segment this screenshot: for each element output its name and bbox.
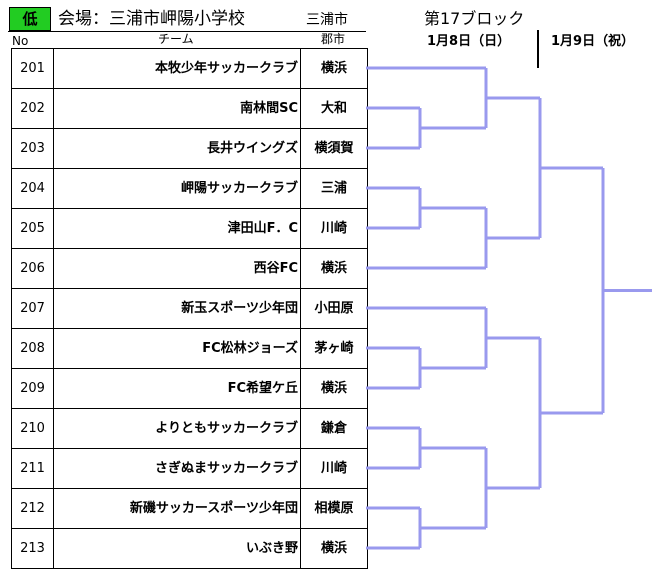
date-day1: 1月8日（日） [427, 34, 511, 49]
team-city: 横浜 [300, 529, 367, 568]
team-number: 213 [12, 529, 54, 568]
team-row: 208 FC松林ジョーズ茅ヶ崎 [12, 329, 367, 369]
team-number: 203 [12, 129, 54, 168]
team-city: 茅ヶ崎 [300, 329, 367, 368]
team-row: 207 新玉スポーツ少年団小田原 [12, 289, 367, 329]
column-header-no: No [12, 34, 29, 48]
team-number: 206 [12, 249, 54, 288]
team-name: いぶき野 [245, 541, 298, 556]
team-row: 212 新磯サッカースポーツ少年団相模原 [12, 489, 367, 529]
team-number: 210 [12, 409, 54, 448]
team-name: 新磯サッカースポーツ少年団 [129, 501, 298, 516]
team-row: 210 よりともサッカークラブ鎌倉 [12, 409, 367, 449]
team-city: 小田原 [300, 289, 367, 328]
team-name: 津田山F．C [227, 221, 298, 236]
team-city: 川崎 [300, 449, 367, 488]
team-name: 南林間SC [240, 101, 298, 116]
team-city: 横浜 [300, 369, 367, 408]
team-number: 205 [12, 209, 54, 248]
team-city: 鎌倉 [300, 409, 367, 448]
team-number: 202 [12, 89, 54, 128]
column-header-team: チーム [158, 32, 194, 46]
team-city: 横須賀 [300, 129, 367, 168]
team-number: 201 [12, 49, 54, 88]
team-city: 横浜 [300, 49, 367, 88]
team-number: 209 [12, 369, 54, 408]
team-name: よりともサッカークラブ [155, 421, 298, 436]
team-name: 西谷FC [253, 261, 298, 276]
team-name: FC松林ジョーズ [202, 341, 298, 356]
team-name: 長井ウイングズ [206, 141, 298, 156]
column-header-city: 郡市 [321, 32, 346, 46]
team-name: 新玉スポーツ少年団 [181, 301, 298, 316]
team-city: 川崎 [300, 209, 367, 248]
venue-title: 会場：三浦市岬陽小学校 [58, 9, 245, 29]
team-city: 相模原 [300, 489, 367, 528]
team-row: 203 長井ウイングズ横須賀 [12, 129, 367, 169]
team-row: 209 FC希望ケ丘横浜 [12, 369, 367, 409]
team-row: 213 いぶき野横浜 [12, 529, 367, 569]
team-row: 204 岬陽サッカークラブ三浦 [12, 169, 367, 209]
team-name: 岬陽サッカークラブ [180, 181, 298, 196]
team-city: 大和 [300, 89, 367, 128]
team-city: 横浜 [300, 249, 367, 288]
date-divider [537, 30, 539, 68]
header-rule [8, 31, 366, 32]
team-name: 本牧少年サッカークラブ [154, 61, 298, 76]
team-number: 207 [12, 289, 54, 328]
team-name: FC希望ケ丘 [227, 381, 298, 396]
block-title: 第17ブロック [424, 9, 525, 28]
team-number: 212 [12, 489, 54, 528]
level-badge: 低 [9, 7, 51, 31]
team-row: 201 本牧少年サッカークラブ横浜 [12, 49, 367, 89]
team-number: 204 [12, 169, 54, 208]
team-name: さぎぬまサッカークラブ [154, 461, 298, 476]
team-row: 211 さぎぬまサッカークラブ川崎 [12, 449, 367, 489]
team-number: 211 [12, 449, 54, 488]
team-number: 208 [12, 329, 54, 368]
venue-city: 三浦市 [306, 12, 348, 28]
team-city: 三浦 [300, 169, 367, 208]
date-day2: 1月9日（祝） [551, 34, 635, 49]
